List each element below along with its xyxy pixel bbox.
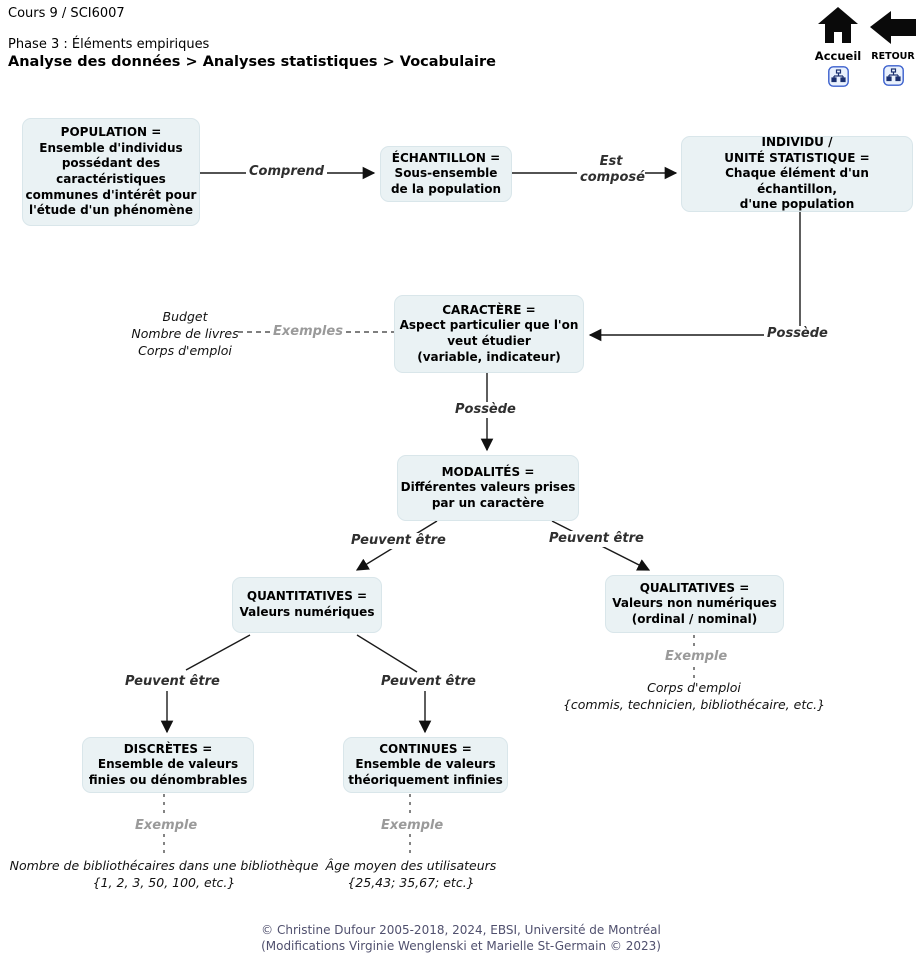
peuvent-etre-label-quantitatives: Peuvent être [348,533,449,550]
est-compose-label: Est composé [577,154,645,187]
individu-node: INDIVIDU / UNITÉ STATISTIQUE = Chaque él… [681,135,913,212]
back-arrow-icon [870,9,916,50]
exemple-label-qualitatives: Exemple [662,649,731,666]
possede-mid-label: Possède [452,402,519,419]
discretes-node: DISCRÈTES = Ensemble de valeurs finies o… [82,737,254,793]
exemple-label-continues: Exemple [378,818,447,835]
comprend-label: Comprend [246,164,328,181]
exemples-label: Exemples [270,324,346,341]
home-icon [818,7,858,48]
exemple-label-discretes: Exemple [132,818,201,835]
back-button[interactable]: RETOUR [866,9,920,90]
course-code: Cours 9 / SCI6007 [8,6,125,21]
possede-right-label: Possède [764,326,831,343]
continues-node: CONTINUES = Ensemble de valeurs théoriqu… [343,737,508,793]
caractere-node: CARACTÈRE = Aspect particulier que l'on … [394,295,584,373]
sitemap-icon[interactable] [827,66,849,91]
phase-title: Phase 3 : Éléments empiriques [8,37,210,52]
quantitatives-node: QUANTITATIVES = Valeurs numériques [232,577,382,633]
connector-quantitatives-discretes-upper [185,634,251,671]
peuvent-etre-label-discretes: Peuvent être [122,674,223,691]
back-label: RETOUR [871,51,915,62]
peuvent-etre-label-qualitatives: Peuvent être [546,531,647,548]
continues-example-text: Âge moyen des utilisateurs {25,43; 35,67… [325,858,497,890]
qualitatives-example-text: Corps d'emploi {commis, technicien, bibl… [562,680,826,712]
home-button[interactable]: Accueil [811,7,865,91]
echantillon-node: ÉCHANTILLON = Sous-ensemble de la popula… [380,146,512,202]
modalites-node: MODALITÉS = Différentes valeurs prises p… [397,455,579,521]
discretes-example-text: Nombre de bibliothécaires dans une bibli… [9,858,319,890]
caractere-examples-text: Budget Nombre de livres Corps d'emploi [131,309,239,358]
peuvent-etre-label-continues: Peuvent être [378,674,479,691]
breadcrumb: Analyse des données > Analyses statistiq… [8,54,496,70]
sitemap-icon[interactable] [882,65,904,90]
connector-possede-right [588,212,801,342]
connector-quantitatives-continues-upper [356,634,418,673]
copyright-footer: © Christine Dufour 2005-2018, 2024, EBSI… [261,923,661,954]
home-label: Accueil [814,49,862,63]
population-node: POPULATION = Ensemble d'individus posséd… [22,118,200,226]
qualitatives-node: QUALITATIVES = Valeurs non numériques (o… [605,575,784,633]
